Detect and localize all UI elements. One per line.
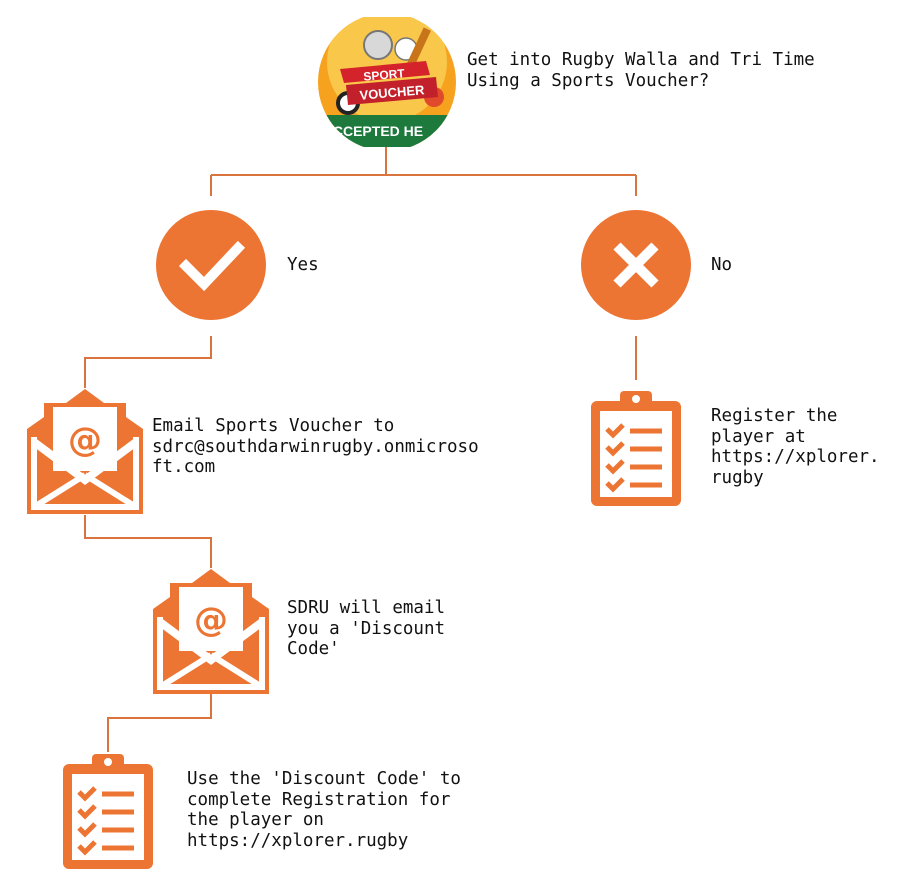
logo-text-banner: CCEPTED HE — [333, 123, 423, 139]
logo-text-voucher: VOUCHER — [359, 82, 426, 103]
clipboard-checklist-icon — [590, 389, 682, 507]
yes-step-2-text: SDRU will email you a 'Discount Code' — [287, 598, 446, 659]
header-question: Get into Rugby Walla and Tri Time Using … — [467, 50, 815, 91]
yes-step-1-text: Email Sports Voucher to sdrc@southdarwin… — [152, 416, 479, 477]
svg-text:@: @ — [68, 420, 102, 460]
email-envelope-icon: @ — [26, 387, 144, 515]
cross-icon — [581, 210, 691, 320]
no-label: No — [711, 255, 733, 275]
no-step-1-text: Register the player at https://xplorer. … — [711, 406, 880, 488]
checkmark-icon — [156, 210, 266, 320]
email-envelope-icon: @ — [152, 567, 270, 695]
yes-label: Yes — [287, 255, 319, 275]
svg-text:@: @ — [194, 600, 228, 640]
clipboard-checklist-icon — [62, 752, 154, 870]
logo-text-sport: SPORT — [363, 66, 406, 84]
yes-step-3-text: Use the 'Discount Code' to complete Regi… — [187, 769, 461, 851]
sports-voucher-logo: SPORT VOUCHER CCEPTED HE — [318, 13, 456, 147]
